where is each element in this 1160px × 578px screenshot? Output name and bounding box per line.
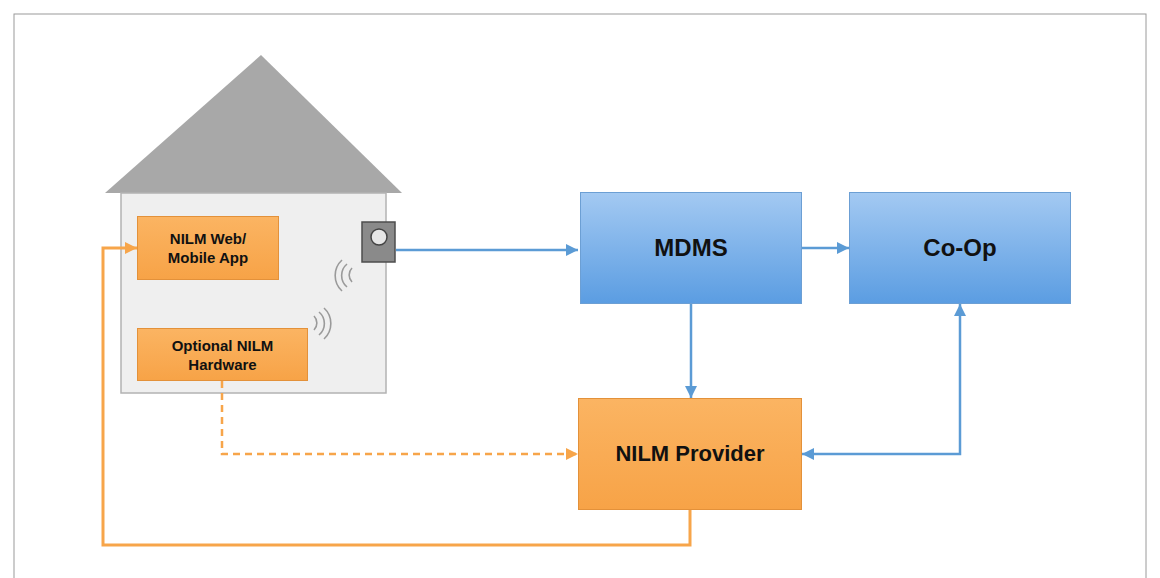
house-roof	[105, 55, 402, 193]
system-box: MDMS	[580, 192, 802, 304]
wireless-symbol	[314, 308, 331, 339]
meter-connector	[396, 249, 578, 252]
flow-arrow	[222, 381, 578, 454]
provider-box: NILM Provider	[578, 398, 802, 510]
node-label: Co-Op	[923, 234, 996, 262]
app-box: NILM Web/ Mobile App	[137, 216, 279, 280]
flow-arrow	[690, 304, 693, 398]
page-frame	[14, 14, 1146, 578]
flow-arrow	[802, 304, 960, 454]
house-body	[121, 193, 386, 393]
hardware-box: Optional NILM Hardware	[137, 328, 308, 381]
organization-box: Co-Op	[849, 192, 1071, 304]
node-label: Optional NILM Hardware	[145, 336, 300, 374]
wireless-symbol	[335, 260, 352, 291]
meter-symbol	[362, 222, 395, 262]
node-label: NILM Provider	[615, 441, 764, 467]
meter-dial	[371, 229, 387, 245]
node-label: MDMS	[654, 234, 727, 262]
node-label: NILM Web/ Mobile App	[145, 229, 271, 267]
flow-arrow	[802, 247, 849, 250]
